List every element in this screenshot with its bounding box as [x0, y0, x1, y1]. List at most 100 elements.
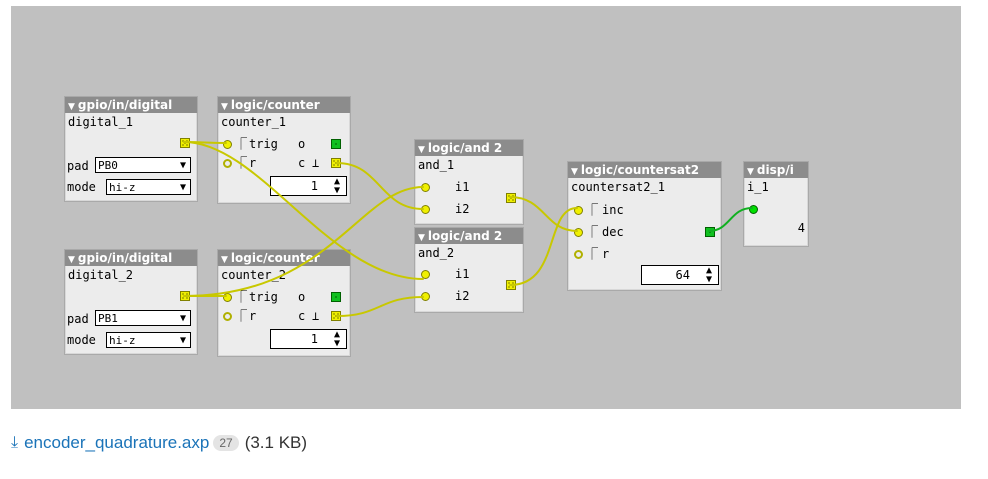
rising-edge-icon: ⎾	[235, 309, 248, 323]
chevron-down-icon: ▼	[179, 313, 186, 324]
object-header[interactable]: ▼logic/countersat2	[568, 162, 721, 178]
collapse-triangle-icon[interactable]: ▼	[418, 233, 425, 243]
chevron-down-icon: ▼	[179, 160, 186, 171]
instance-name: digital_2	[68, 268, 134, 282]
inlet-port-r[interactable]	[223, 312, 232, 321]
object-counter-2[interactable]: ▼logic/counter counter_2 ⎾ trig o ⎾ r c …	[217, 249, 351, 357]
object-and-2[interactable]: ▼logic/and 2 and_2 i1 i2	[414, 227, 524, 313]
instance-name: counter_1	[221, 115, 287, 129]
display-value: 4	[797, 221, 805, 235]
inlet-port-i2[interactable]	[421, 292, 430, 301]
inlet-label-i2: i2	[455, 289, 470, 303]
object-header[interactable]: ▼logic/counter	[218, 97, 350, 113]
outlet-port-c[interactable]	[331, 158, 341, 168]
collapse-triangle-icon[interactable]: ▼	[221, 102, 228, 112]
instance-name: counter_2	[221, 268, 287, 282]
chevron-down-icon: ▼	[179, 182, 186, 193]
rising-edge-icon: ⎾	[586, 203, 599, 217]
file-size: (3.1 KB)	[244, 433, 308, 452]
outlet-port-o[interactable]	[331, 139, 341, 149]
inlet-port[interactable]	[749, 205, 758, 214]
spinner-arrows-icon: ▲▼	[333, 176, 340, 196]
instance-name: i_1	[747, 180, 769, 194]
object-header[interactable]: ▼logic/counter	[218, 250, 350, 266]
outlet-label-c: c	[298, 309, 306, 323]
inlet-port-i1[interactable]	[421, 183, 430, 192]
max-count-spinner[interactable]: 64▲▼	[641, 265, 719, 285]
object-digital-2[interactable]: ▼gpio/in/digital digital_2 pad PB1▼ mode…	[64, 249, 198, 355]
outlet-label-c: c	[298, 156, 306, 170]
object-countersat2[interactable]: ▼logic/countersat2 countersat2_1 ⎾ inc ⎾…	[567, 161, 722, 291]
inlet-label-trig: trig	[249, 137, 278, 151]
rising-edge-icon: ⎾	[235, 290, 248, 304]
outlet-port[interactable]	[506, 280, 516, 290]
mode-select[interactable]: hi-z▼	[106, 179, 191, 195]
inlet-port-r[interactable]	[223, 159, 232, 168]
download-count-badge: 27	[213, 435, 239, 451]
inlet-label-r: r	[602, 247, 610, 261]
instance-name: countersat2_1	[571, 180, 665, 194]
object-and-1[interactable]: ▼logic/and 2 and_1 i1 i2	[414, 139, 524, 225]
pad-select[interactable]: PB1▼	[95, 310, 191, 326]
inlet-label-trig: trig	[249, 290, 278, 304]
outlet-label-o: o	[298, 137, 306, 151]
inlet-port-i2[interactable]	[421, 205, 430, 214]
chevron-down-icon: ▼	[179, 335, 186, 346]
object-header[interactable]: ▼gpio/in/digital	[65, 250, 197, 266]
collapse-triangle-icon[interactable]: ▼	[68, 102, 75, 112]
inlet-label-dec: dec	[602, 225, 624, 239]
count-spinner[interactable]: 1▲▼	[270, 176, 347, 196]
inlet-label-i1: i1	[455, 267, 470, 281]
inlet-port-r[interactable]	[574, 250, 583, 259]
rising-edge-icon: ⎾	[235, 156, 248, 170]
inlet-port-dec[interactable]	[574, 228, 583, 237]
object-header[interactable]: ▼disp/i	[744, 162, 808, 178]
inlet-label-r: r	[249, 156, 257, 170]
outlet-port-c[interactable]	[331, 311, 341, 321]
instance-name: and_1	[418, 158, 455, 172]
mode-label: mode	[67, 333, 96, 347]
inlet-label-i1: i1	[455, 180, 470, 194]
inlet-port-trig[interactable]	[223, 293, 232, 302]
inlet-label-r: r	[249, 309, 257, 323]
rising-edge-icon: ⎾	[586, 225, 599, 239]
pad-label: pad	[67, 312, 89, 326]
outlet-port[interactable]	[506, 193, 516, 203]
outlet-port-o[interactable]	[331, 292, 341, 302]
spinner-arrows-icon: ▲▼	[705, 265, 712, 285]
pad-label: pad	[67, 159, 89, 173]
object-header[interactable]: ▼gpio/in/digital	[65, 97, 197, 113]
outlet-port[interactable]	[180, 291, 190, 301]
outlet-port[interactable]	[180, 138, 190, 148]
pulse-icon: ⊥	[312, 156, 320, 170]
count-spinner[interactable]: 1▲▼	[270, 329, 347, 349]
inlet-port-inc[interactable]	[574, 206, 583, 215]
rising-edge-icon: ⎾	[586, 247, 599, 261]
outlet-port[interactable]	[705, 227, 715, 237]
object-counter-1[interactable]: ▼logic/counter counter_1 ⎾ trig o ⎾ r c …	[217, 96, 351, 204]
collapse-triangle-icon[interactable]: ▼	[221, 255, 228, 265]
attachment-row: ⤓ encoder_quadrature.axp 27 (3.1 KB)	[11, 433, 307, 453]
inlet-label-inc: inc	[602, 203, 624, 217]
object-disp-i[interactable]: ▼disp/i i_1 4	[743, 161, 809, 247]
instance-name: digital_1	[68, 115, 134, 129]
pulse-icon: ⊥	[312, 309, 320, 323]
download-icon[interactable]: ⤓	[11, 434, 19, 451]
collapse-triangle-icon[interactable]: ▼	[571, 167, 578, 177]
inlet-port-trig[interactable]	[223, 140, 232, 149]
inlet-port-i1[interactable]	[421, 270, 430, 279]
instance-name: and_2	[418, 246, 455, 260]
spinner-arrows-icon: ▲▼	[333, 329, 340, 349]
inlet-label-i2: i2	[455, 202, 470, 216]
mode-select[interactable]: hi-z▼	[106, 332, 191, 348]
pad-select[interactable]: PB0▼	[95, 157, 191, 173]
collapse-triangle-icon[interactable]: ▼	[68, 255, 75, 265]
object-header[interactable]: ▼logic/and 2	[415, 228, 523, 244]
object-header[interactable]: ▼logic/and 2	[415, 140, 523, 156]
mode-label: mode	[67, 180, 96, 194]
attachment-link[interactable]: encoder_quadrature.axp	[24, 433, 210, 452]
outlet-label-o: o	[298, 290, 306, 304]
collapse-triangle-icon[interactable]: ▼	[747, 167, 754, 177]
collapse-triangle-icon[interactable]: ▼	[418, 145, 425, 155]
object-digital-1[interactable]: ▼gpio/in/digital digital_1 pad PB0▼ mode…	[64, 96, 198, 202]
